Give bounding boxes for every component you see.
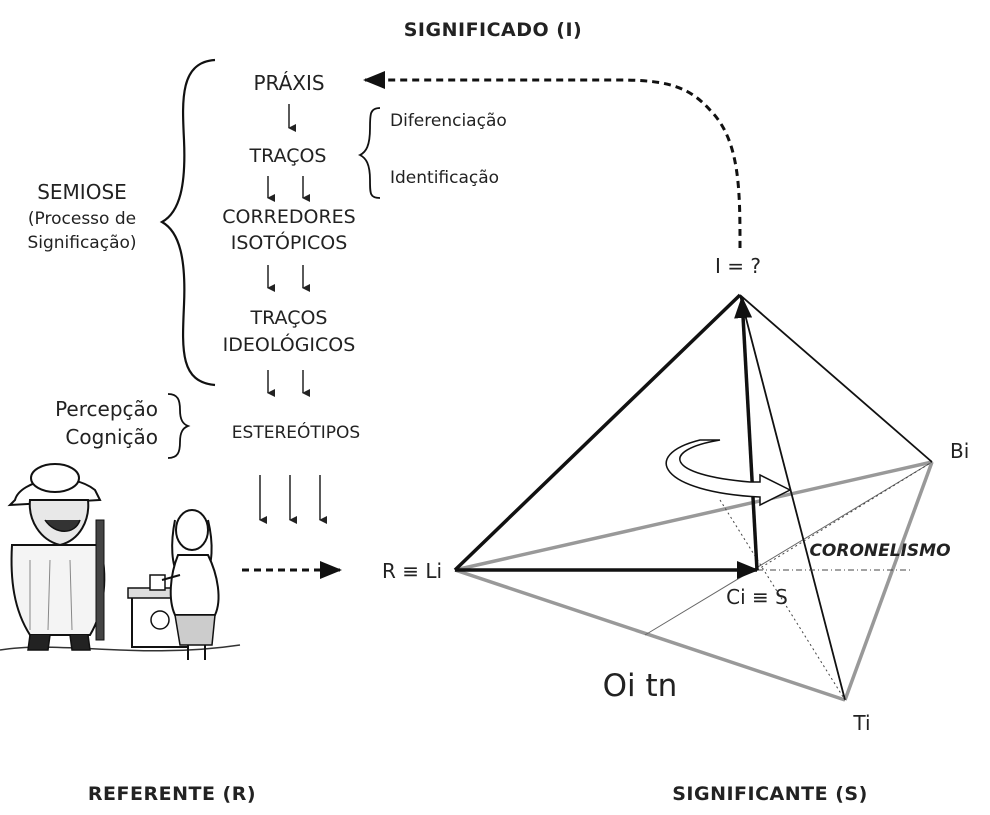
pyramid-center-label: Ci ≡ S: [726, 585, 788, 609]
stage-corredores-1: CORREDORES: [222, 206, 355, 228]
stage-ideologicos-1: TRAÇOS: [250, 307, 328, 329]
stage-corredores-2: ISOTÓPICOS: [231, 230, 348, 254]
pyramid-bottom-label: Ti: [852, 711, 870, 735]
pyramid-base-label: Oi tn: [603, 668, 678, 704]
perception-label: Percepção: [55, 397, 158, 421]
semiose-label: SEMIOSE: [37, 180, 127, 204]
semiose-brace: [159, 58, 216, 387]
cartoon-voting-scene-icon: [0, 463, 241, 660]
pyramid-apex-label: I = ?: [715, 254, 761, 278]
stage-tracos: TRAÇOS: [249, 145, 327, 167]
stage-ideologicos-2: IDEOLÓGICOS: [223, 332, 356, 356]
pyramid-right-label: Bi: [950, 439, 969, 463]
title-significado: SIGNIFICADO (I): [404, 19, 583, 41]
concept-coronelismo: CORONELISMO: [809, 541, 950, 561]
tracos-item-identificacao: Identificação: [390, 168, 499, 188]
semiose-subtitle-1: (Processo de: [28, 209, 136, 229]
title-referente: REFERENTE (R): [88, 783, 256, 805]
tracos-brace: [357, 107, 381, 199]
semiose-subtitle-2: Significação): [27, 233, 136, 253]
perception-brace: [167, 393, 191, 459]
stage-estereotipos: ESTEREÓTIPOS: [232, 421, 360, 443]
pyramid-left-label: R ≡ Li: [382, 559, 442, 583]
arrow-i-to-praxis: [363, 71, 742, 249]
cognition-label: Cognição: [65, 425, 158, 449]
pyramid-diagram: [453, 293, 934, 702]
title-significante: SIGNIFICANTE (S): [672, 783, 868, 805]
stage-praxis: PRÁXIS: [253, 71, 324, 95]
tracos-item-diferenciacao: Diferenciação: [390, 111, 507, 131]
